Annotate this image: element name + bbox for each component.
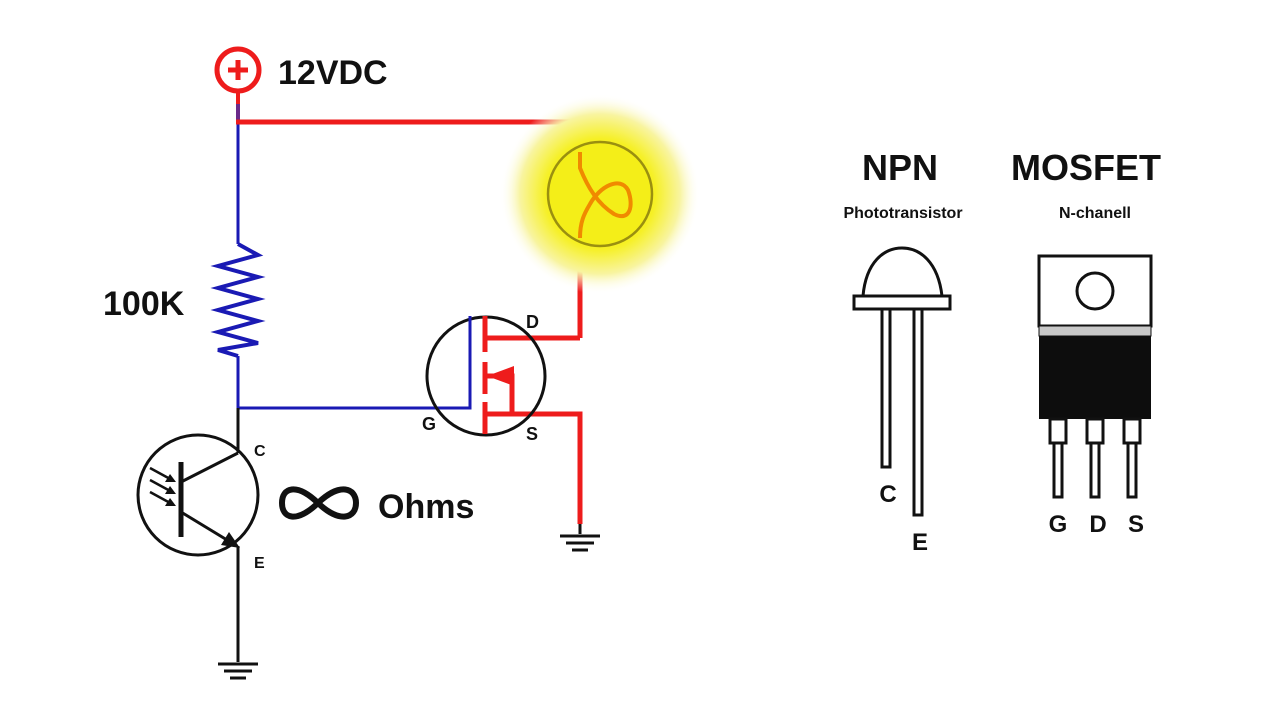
supply-label: 12VDC xyxy=(278,54,388,92)
resistor-label: 100K xyxy=(103,285,185,323)
ground-symbol-phototransistor xyxy=(218,570,258,680)
npn-package-drawing xyxy=(852,246,952,517)
phototransistor-symbol xyxy=(136,408,260,570)
npn-title: NPN xyxy=(862,147,938,188)
blue-wire xyxy=(236,124,472,410)
npn-subtitle: Phototransistor xyxy=(843,205,962,222)
mosfet-pin-s-package-label: S xyxy=(1128,511,1144,538)
infinity-icon xyxy=(278,486,360,520)
phototransistor-pin-e-label: E xyxy=(254,555,265,572)
mosfet-pin-d-package-label: D xyxy=(1089,511,1106,538)
mosfet-pin-s-label: S xyxy=(526,424,538,444)
resistor-symbol xyxy=(210,242,266,358)
mosfet-pin-g-label: G xyxy=(422,414,436,434)
mosfet-pin-d-label: D xyxy=(526,312,539,332)
mosfet-symbol xyxy=(425,315,547,437)
lamp xyxy=(500,94,700,294)
phototransistor-pin-c-label: C xyxy=(254,443,266,460)
npn-pin-e-label: E xyxy=(912,529,928,556)
npn-pin-c-label: C xyxy=(879,481,896,508)
resistance-label: Ohms xyxy=(378,488,474,526)
mosfet-package-drawing xyxy=(1037,254,1153,499)
lamp-filament xyxy=(578,152,633,239)
mosfet-pin-g-package-label: G xyxy=(1049,511,1068,538)
mosfet-title: MOSFET xyxy=(1011,147,1161,188)
supply-terminal xyxy=(214,46,262,124)
mosfet-subtitle: N-chanell xyxy=(1059,205,1131,222)
ground-symbol-mosfet xyxy=(560,524,600,552)
